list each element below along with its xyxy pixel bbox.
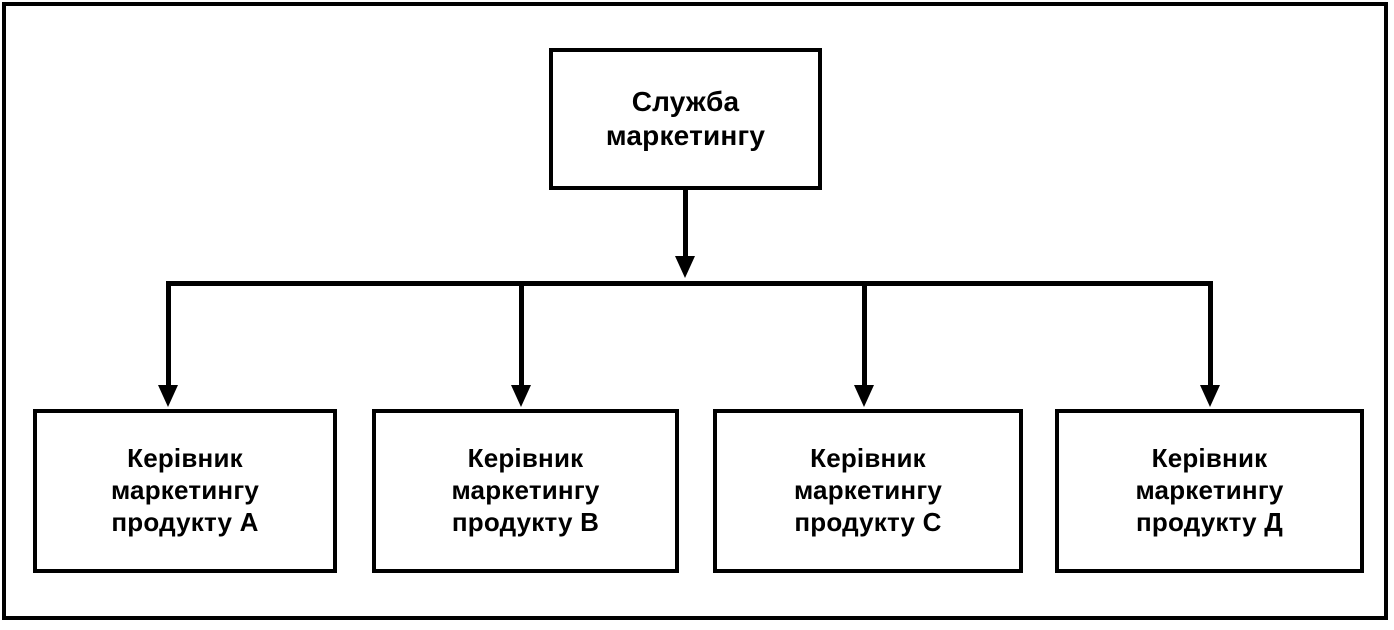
node-marketing-service[interactable]: Служба маркетингу xyxy=(549,48,822,190)
connector-branch-b xyxy=(519,283,524,387)
diagram-outer-frame xyxy=(2,2,1388,620)
connector-distribution-bar xyxy=(166,281,1213,286)
node-marketing-service-label: Служба маркетингу xyxy=(605,85,766,151)
node-product-manager-d[interactable]: Керівник маркетингу продукту Д xyxy=(1055,409,1364,573)
arrowhead-branch-d-icon xyxy=(1200,385,1220,407)
connector-branch-a xyxy=(166,283,171,387)
arrowhead-root-to-bar-icon xyxy=(675,256,695,278)
arrowhead-branch-b-icon xyxy=(511,385,531,407)
connector-branch-d xyxy=(1208,283,1213,387)
node-product-manager-a[interactable]: Керівник маркетингу продукту А xyxy=(33,409,337,573)
node-product-manager-c[interactable]: Керівник маркетингу продукту С xyxy=(713,409,1023,573)
arrowhead-branch-c-icon xyxy=(854,385,874,407)
node-product-manager-c-label: Керівник маркетингу продукту С xyxy=(793,443,943,537)
connector-branch-c xyxy=(862,283,867,387)
connector-root-stem xyxy=(683,190,688,258)
node-product-manager-d-label: Керівник маркетингу продукту Д xyxy=(1135,443,1284,537)
node-product-manager-b[interactable]: Керівник маркетингу продукту В xyxy=(372,409,679,573)
node-product-manager-a-label: Керівник маркетингу продукту А xyxy=(110,443,260,537)
node-product-manager-b-label: Керівник маркетингу продукту В xyxy=(451,443,600,537)
arrowhead-branch-a-icon xyxy=(158,385,178,407)
